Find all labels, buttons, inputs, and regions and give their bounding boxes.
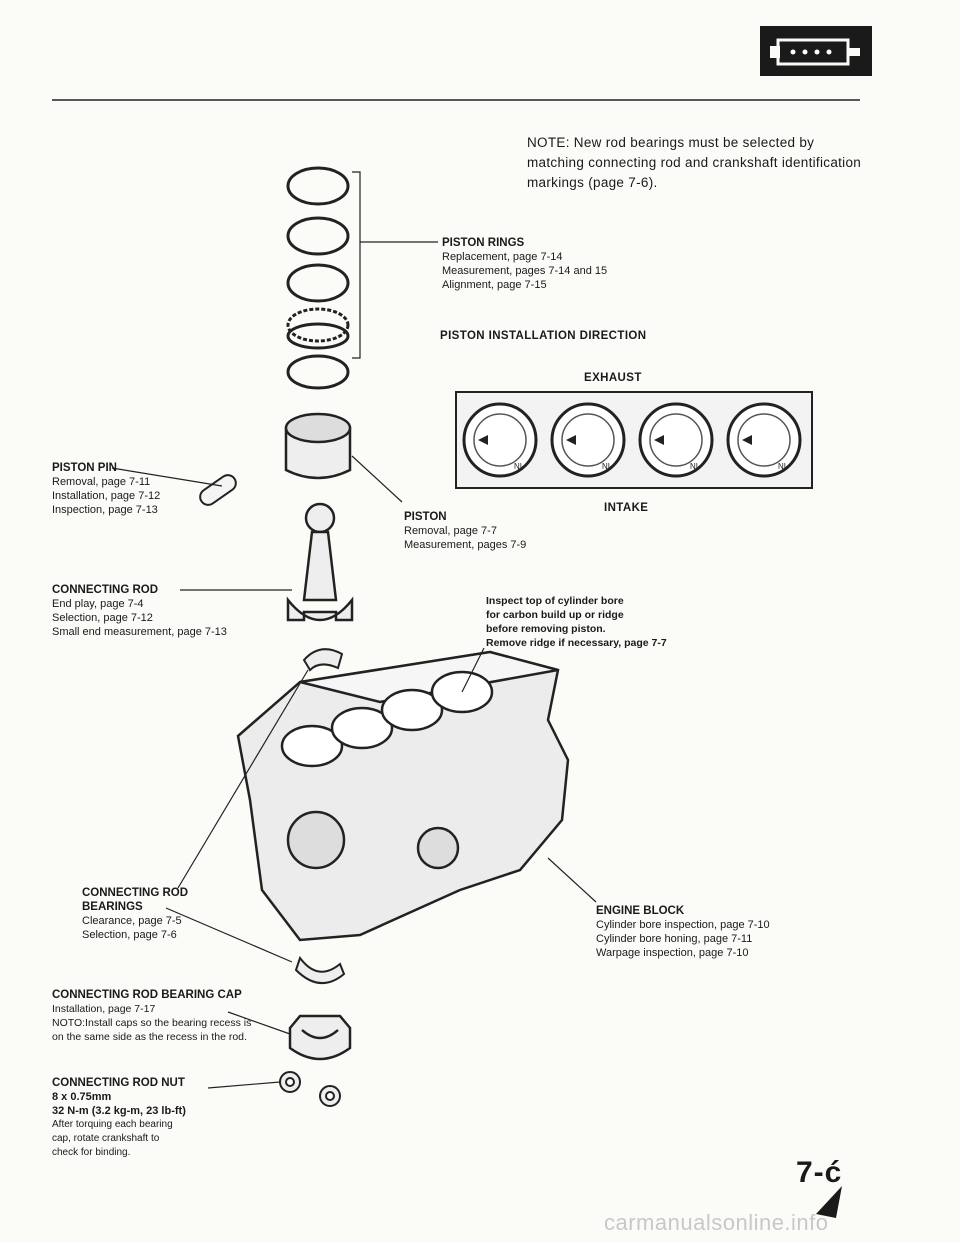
- lower-bearing-shell: [294, 955, 346, 984]
- piston-rings-line-2: Measurement, pages 7-14 and 15: [442, 265, 608, 277]
- rod-nut-callout: CONNECTING ROD NUT 8 x 0.75mm 32 N-m (3.…: [52, 1076, 186, 1160]
- engine-block: [236, 650, 570, 942]
- piston-line-1: Removal, page 7-7: [404, 525, 497, 537]
- engine-block-icon: [760, 26, 872, 76]
- connecting-rod-line-2: Selection, page 7-12: [52, 612, 153, 624]
- bearing-cap-callout: CONNECTING ROD BEARING CAP Installation,…: [52, 988, 251, 1044]
- piston-callout: PISTON Removal, page 7-7 Measurement, pa…: [404, 510, 526, 552]
- bearing-cap-line-1: Installation, page 7-17: [52, 1003, 156, 1015]
- installation-direction-title: PISTON INSTALLATION DIRECTION: [440, 330, 647, 342]
- engine-block-title: ENGINE BLOCK: [596, 905, 685, 917]
- footer-watermark: carmanualsonline.info: [604, 1210, 829, 1235]
- rod-nut-line-2: 32 N-m (3.2 kg-m, 23 lb-ft): [52, 1105, 186, 1117]
- piston-pin-line-1: Removal, page 7-11: [52, 476, 151, 488]
- cylinder-bore-line-2: for carbon build up or ridge: [486, 609, 624, 621]
- connecting-rod: [286, 502, 354, 622]
- bearing-cap: [288, 1014, 352, 1061]
- rod-bearings-leader-down: [165, 907, 293, 963]
- bearing-cap-line-3: on the same side as the recess in the ro…: [52, 1031, 247, 1043]
- rod-nut-line-1: 8 x 0.75mm: [52, 1091, 112, 1103]
- bearing-cap-line-2: NOTO:Install caps so the bearing recess …: [52, 1017, 252, 1029]
- rings-bracket: [352, 171, 361, 359]
- piston-mark-1: NI: [514, 462, 522, 471]
- cylinder-bore-line-3: before removing piston.: [486, 623, 606, 635]
- piston-leader: [351, 455, 403, 503]
- cylinder-bore-leader: [461, 647, 485, 693]
- rod-nuts: [279, 1071, 341, 1107]
- rod-bearings-title-1: CONNECTING ROD: [82, 887, 189, 899]
- rod-bearings-line-2: Selection, page 7-6: [82, 929, 177, 941]
- piston-pin-line-2: Installation, page 7-12: [52, 490, 161, 502]
- bearing-cap-title: CONNECTING ROD BEARING CAP: [52, 989, 242, 1001]
- connecting-rod-title: CONNECTING ROD: [52, 584, 159, 596]
- piston-rings-title: PISTON RINGS: [442, 237, 525, 249]
- cylinder-bore-line-4: Remove ridge if necessary, page 7-7: [486, 637, 667, 649]
- piston-title: PISTON: [404, 511, 447, 523]
- connecting-rod-callout: CONNECTING ROD End play, page 7-4 Select…: [52, 583, 227, 639]
- piston-rings-line-3: Alignment, page 7-15: [442, 279, 547, 291]
- upper-bearing-shell: [302, 648, 344, 672]
- intake-label: INTAKE: [604, 502, 649, 514]
- piston-rings-line-1: Replacement, page 7-14: [442, 251, 563, 263]
- corner-triangle-icon: [816, 1186, 842, 1218]
- piston-pin-line-3: Inspection, page 7-13: [52, 504, 158, 516]
- piston-pin-title: PISTON PIN: [52, 462, 117, 474]
- engine-block-line-3: Warpage inspection, page 7-10: [596, 947, 749, 959]
- rod-nut-line-3: After torquing each bearing: [52, 1119, 173, 1130]
- rod-nut-title: CONNECTING ROD NUT: [52, 1077, 185, 1089]
- page-number: 7-ć: [796, 1156, 843, 1189]
- rod-nut-leader: [207, 1081, 281, 1089]
- rod-nut-line-4: cap, rotate crankshaft to: [52, 1133, 160, 1144]
- bearing-cap-leader: [227, 1011, 291, 1035]
- rod-bearings-line-1: Clearance, page 7-5: [82, 915, 182, 927]
- piston-line-2: Measurement, pages 7-9: [404, 539, 527, 551]
- piston-pin-callout: PISTON PIN Removal, page 7-11 Installati…: [52, 461, 160, 517]
- rod-bearings-title-2: BEARINGS: [82, 901, 143, 913]
- connecting-rod-line-1: End play, page 7-4: [52, 598, 144, 610]
- rod-bearings-callout: CONNECTING ROD BEARINGS Clearance, page …: [82, 886, 188, 942]
- rod-bearings-leader-up: [177, 669, 309, 889]
- engine-block-leader: [547, 857, 597, 903]
- exhaust-label: EXHAUST: [584, 372, 642, 384]
- rod-nut-line-5: check for binding.: [52, 1147, 131, 1158]
- engine-block-line-2: Cylinder bore honing, page 7-11: [596, 933, 753, 945]
- piston-pin: [199, 474, 237, 506]
- piston-mark-3: NI: [690, 462, 698, 471]
- cylinder-bore-note: Inspect top of cylinder bore for carbon …: [486, 594, 667, 650]
- engine-block-callout: ENGINE BLOCK Cylinder bore inspection, p…: [596, 904, 770, 960]
- piston-mark-4: NI: [778, 462, 786, 471]
- piston: [284, 412, 352, 480]
- engine-block-line-1: Cylinder bore inspection, page 7-10: [596, 919, 770, 931]
- installation-direction-diagram: [455, 391, 813, 489]
- note-text: NOTE: New rod bearings must be selected …: [527, 135, 862, 190]
- cylinder-bore-line-1: Inspect top of cylinder bore: [486, 595, 624, 607]
- piston-rings-callout: PISTON RINGS Replacement, page 7-14 Meas…: [442, 236, 607, 292]
- piston-rings: [286, 166, 350, 390]
- piston-pin-leader: [111, 467, 223, 487]
- connecting-rod-line-3: Small end measurement, page 7-13: [52, 626, 227, 638]
- piston-mark-2: NI: [602, 462, 610, 471]
